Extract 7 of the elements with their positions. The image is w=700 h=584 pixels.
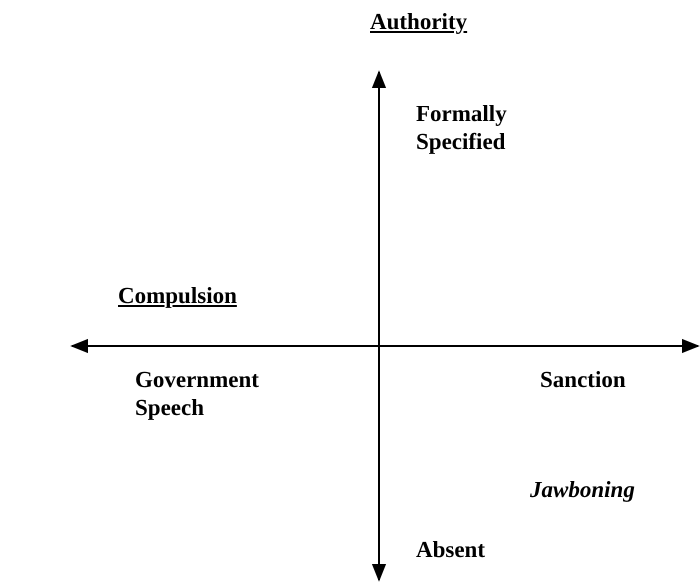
example-label: Jawboning: [530, 476, 636, 504]
quadrant-label: Government Speech: [135, 366, 260, 422]
axis-end-label: Absent: [416, 536, 486, 564]
axis-end-label: Sanction: [540, 366, 627, 394]
axis-title: Authority: [370, 8, 468, 36]
axis-end-label: Formally Specified: [416, 100, 508, 156]
axis-title: Compulsion: [118, 282, 238, 310]
